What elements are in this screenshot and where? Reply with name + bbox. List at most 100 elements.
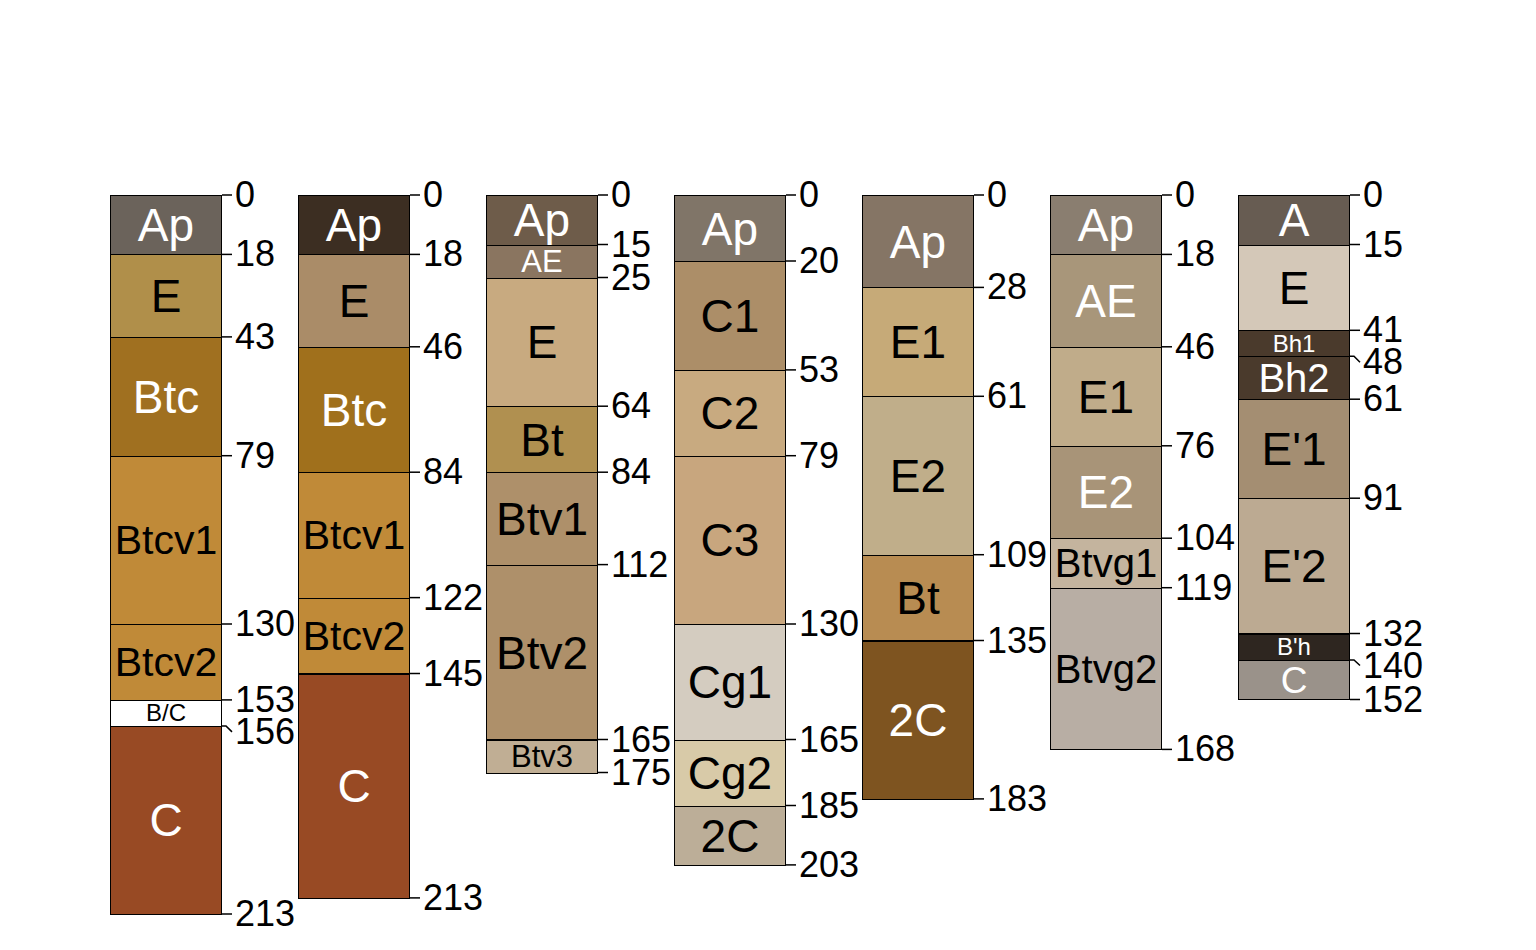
soil-horizon: Btcv2 [298,598,410,675]
soil-horizon: AE [486,245,598,279]
depth-tick [598,564,608,566]
depth-tick [1350,497,1360,499]
depth-tick [974,640,984,642]
depth-tick [222,455,232,457]
horizon-name: Ap [1078,202,1134,248]
depth-tick [598,244,608,246]
horizon-name: B/C [146,701,186,725]
horizon-name: Ap [138,202,194,248]
depth-tick [1162,587,1172,589]
depth-tick [410,673,420,675]
depth-label: 48 [1363,344,1403,380]
horizon-name: 2C [889,697,948,743]
horizon-name: 2C [701,813,760,859]
depth-tick [974,396,984,398]
depth-label: 64 [611,388,651,424]
depth-tick [410,194,420,196]
horizon-name: E1 [890,319,946,365]
soil-horizon: B'h [1238,634,1350,661]
depth-label: 0 [611,177,631,213]
depth-label: 165 [799,722,859,758]
horizon-name: B'h [1277,635,1311,659]
horizon-name: Btcv2 [303,616,406,657]
soil-horizon: E1 [862,287,974,397]
soil-horizon: E1 [1050,347,1162,447]
horizon-name: Btcv1 [303,515,406,556]
soil-horizon: Bh1 [1238,330,1350,357]
depth-label: 104 [1175,520,1235,556]
depth-label: 0 [235,177,255,213]
depth-tick [1350,194,1360,196]
depth-tick [1162,194,1172,196]
depth-tick [974,287,984,289]
depth-label: 0 [1175,177,1195,213]
soil-horizon: B/C [110,700,222,727]
soil-horizon: 2C [674,806,786,866]
depth-label: 46 [423,329,463,365]
depth-tick [598,405,608,407]
depth-tick [1350,699,1360,701]
soil-horizon: E2 [862,396,974,555]
soil-horizon: E [298,254,410,347]
soil-horizon: Btc [110,337,222,457]
depth-tick [598,277,608,279]
depth-label: 135 [987,623,1047,659]
soil-horizon: 2C [862,641,974,800]
depth-label: 203 [799,847,859,883]
horizon-name: E [339,278,370,324]
horizon-name: Ap [702,206,758,252]
depth-label: 15 [1363,227,1403,263]
soil-horizon: Cg1 [674,624,786,741]
horizon-name: Btv1 [496,496,588,542]
depth-tick [974,798,984,800]
horizon-name: Cg1 [688,659,772,705]
depth-label: 153 [235,682,295,718]
soil-horizon: Btv3 [486,740,598,774]
soil-horizon: Bt [862,555,974,642]
depth-label: 122 [423,580,483,616]
depth-label: 91 [1363,480,1403,516]
depth-label: 79 [799,438,839,474]
soil-horizon: Ap [674,195,786,262]
depth-tick [974,554,984,556]
depth-tick [786,739,796,741]
depth-label: 112 [611,547,668,583]
horizon-name: C [149,797,182,843]
depth-label: 130 [799,606,859,642]
horizon-name: Ap [514,197,570,243]
depth-label: 18 [423,236,463,272]
soil-horizon: Ap [862,195,974,288]
horizon-name: E2 [890,453,946,499]
depth-tick [1162,749,1172,751]
horizon-name: Btc [321,387,387,433]
horizon-name: Ap [326,202,382,248]
depth-tick [786,194,796,196]
depth-tick [786,260,796,262]
depth-label: 0 [1363,177,1383,213]
soil-horizon: C1 [674,261,786,371]
depth-tick [598,772,608,774]
horizon-name: E2 [1078,469,1134,515]
depth-label: 20 [799,243,839,279]
soil-horizon: A [1238,195,1350,246]
soil-horizon: Cg2 [674,740,786,807]
horizon-name: Btc [133,374,199,420]
depth-tick [598,471,608,473]
depth-tick [786,805,796,807]
depth-tick [410,254,420,256]
soil-horizon: E2 [1050,446,1162,539]
depth-tick [222,254,232,256]
depth-label: 61 [987,378,1027,414]
soil-horizon: Bh2 [1238,356,1350,400]
horizon-name: Ap [890,219,946,265]
depth-label: 18 [235,236,275,272]
horizon-name: Bt [520,417,563,463]
horizon-name: Btv2 [496,630,588,676]
soil-horizon: Btc [298,347,410,473]
depth-label: 84 [611,454,651,490]
depth-tick [786,864,796,866]
depth-label: 0 [799,177,819,213]
depth-tick [598,739,608,741]
soil-horizon: AE [1050,254,1162,347]
depth-label: 175 [611,755,671,791]
